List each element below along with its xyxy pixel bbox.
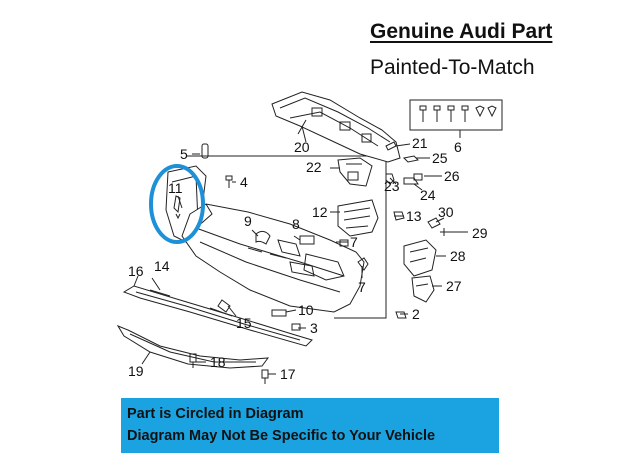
assembly-frame (186, 155, 387, 319)
part-27-cover (411, 275, 435, 303)
callout-8: 8 (292, 216, 300, 232)
callout-23: 23 (384, 178, 400, 194)
leader-lines (133, 119, 468, 375)
callout-17: 17 (280, 366, 296, 382)
bumper-cover (181, 203, 365, 313)
part-19-spoiler (116, 324, 270, 369)
notice-line-1: Part is Circled in Diagram (127, 406, 304, 422)
callout-6: 6 (454, 139, 462, 155)
highlight-circle (149, 164, 205, 244)
notice-banner: Part is Circled in Diagram Diagram May N… (121, 398, 499, 453)
callout-10: 10 (298, 302, 314, 318)
callout-14: 14 (154, 258, 170, 274)
callout-24: 24 (420, 187, 436, 203)
callout-13: 13 (406, 208, 422, 224)
callout-27: 27 (446, 278, 462, 294)
callout-7-lower: 7 (358, 279, 366, 295)
callout-25: 25 (432, 150, 448, 166)
brand-subtitle: Painted-To-Match (370, 56, 535, 79)
callout-11: 11 (168, 180, 183, 196)
callout-22: 22 (306, 159, 322, 175)
callout-7-upper: 7 (350, 234, 358, 250)
callout-19: 19 (128, 363, 144, 379)
part-22-duct (337, 157, 373, 187)
callout-labels: 20 6 21 25 26 23 24 22 12 13 30 29 28 27… (128, 135, 488, 382)
callout-16: 16 (128, 263, 144, 279)
notice-line-2: Diagram May Not Be Specific to Your Vehi… (127, 428, 436, 444)
part-28-vent (403, 239, 437, 277)
callout-30: 30 (438, 204, 454, 220)
callout-29: 29 (472, 225, 488, 241)
callout-4: 4 (240, 174, 248, 190)
callout-18: 18 (210, 354, 226, 370)
callout-28: 28 (450, 248, 466, 264)
callout-9: 9 (244, 213, 252, 229)
callout-26: 26 (444, 168, 460, 184)
callout-2: 2 (412, 306, 420, 322)
callout-15: 15 (236, 315, 252, 331)
part-6-fastener-kit (409, 99, 503, 131)
callout-3: 3 (310, 320, 318, 336)
brand-title: Genuine Audi Part (370, 20, 553, 43)
callout-21: 21 (412, 135, 428, 151)
part-12-grille-insert (337, 199, 379, 237)
callout-12: 12 (312, 204, 328, 220)
callout-5: 5 (180, 146, 188, 162)
part-20-absorber (271, 91, 401, 163)
part-16-lower-trim (122, 285, 313, 347)
callout-20: 20 (294, 139, 310, 155)
